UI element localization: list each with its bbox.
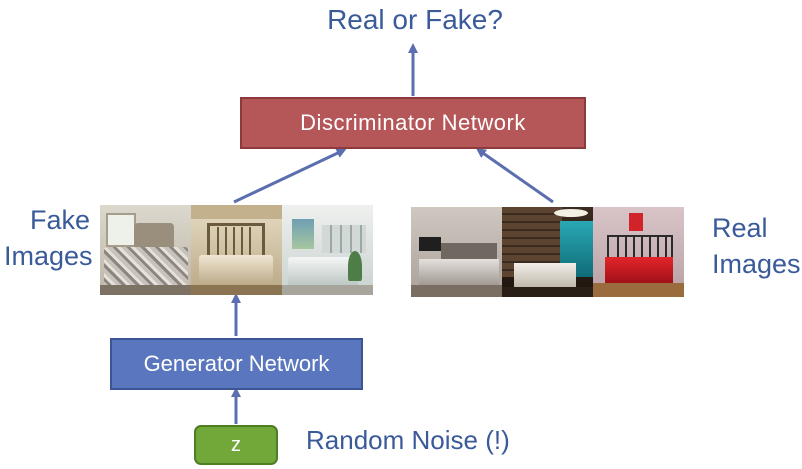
noise-z-box: z — [194, 425, 278, 465]
real-bedroom-image — [593, 207, 684, 297]
fake-images-label: Fake Images — [4, 202, 93, 274]
arrow-real-to-discriminator — [475, 148, 554, 204]
real-label-line1: Real — [712, 213, 768, 243]
fake-images-strip — [100, 205, 373, 295]
discriminator-network-box: Discriminator Network — [240, 97, 586, 149]
fake-label-line1: Fake — [29, 205, 90, 235]
generator-network-box: Generator Network — [110, 338, 363, 390]
fake-bedroom-image — [282, 205, 373, 295]
real-or-fake-label: Real or Fake? — [327, 4, 503, 35]
real-bedroom-image — [502, 207, 593, 297]
real-images-label: Real Images — [712, 210, 802, 282]
real-bedroom-image — [411, 207, 502, 297]
fake-bedroom-image — [100, 205, 191, 295]
fake-bedroom-image — [191, 205, 282, 295]
random-noise-label: Random Noise (!) — [306, 425, 510, 455]
real-label-line2: Images — [712, 249, 801, 279]
real-images-strip — [411, 207, 684, 297]
arrow-fake-to-discriminator — [233, 148, 347, 204]
fake-label-line2: Images — [4, 241, 93, 271]
